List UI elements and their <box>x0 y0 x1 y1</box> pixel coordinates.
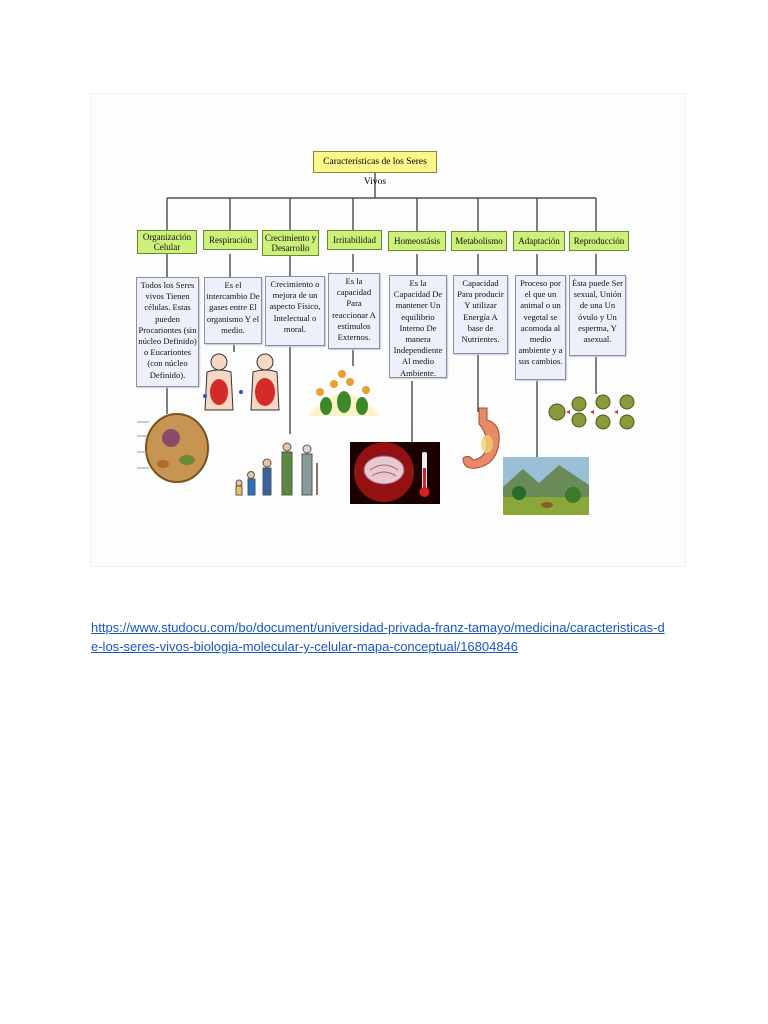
text-adaptacion: Proceso por el que un animal o un vegeta… <box>515 275 566 380</box>
plants-illustration <box>308 370 380 416</box>
text-crecimiento: Crecimiento o mejora de un aspecto Físic… <box>265 276 325 346</box>
header-adaptacion: Adaptación <box>513 231 565 251</box>
header-organizacion: Organización Celular <box>137 230 197 254</box>
header-metabolismo: Metabolismo <box>451 231 507 251</box>
header-homeostasis: Homeostásis <box>388 231 446 251</box>
brain-thermometer-illustration <box>350 442 440 504</box>
header-irritabilidad: Irritabilidad <box>327 230 382 250</box>
source-link[interactable]: https://www.studocu.com/bo/document/univ… <box>91 620 665 654</box>
ecosystem-illustration <box>503 457 589 515</box>
text-organizacion: Todos los Seres vivos Tienen células. Es… <box>136 277 199 387</box>
header-respiracion: Respiración <box>203 230 258 250</box>
cell-illustration <box>137 413 209 483</box>
text-reproduccion: Ésta puede Ser sexual, Unión de una Un ó… <box>569 275 626 356</box>
text-respiracion: Es el intercambio De gases entre El orga… <box>204 277 262 344</box>
concept-map-figure: Características de los Seres Vivos Organ… <box>90 93 686 567</box>
human-growth-illustration <box>235 442 318 496</box>
header-crecimiento: Crecimiento y Desarrollo <box>262 230 319 256</box>
header-reproduccion: Reproducción <box>569 231 629 251</box>
cell-division-illustration <box>548 394 635 430</box>
stomach-illustration <box>462 407 500 469</box>
text-homeostasis: Es la Capacidad De mantener Un equilibri… <box>389 275 447 378</box>
root-node: Características de los Seres Vivos <box>313 151 437 187</box>
text-irritabilidad: Es la capacidad Para reaccionar A estímu… <box>328 273 380 349</box>
respiration-illustration <box>203 353 280 411</box>
connector-lines <box>166 173 597 459</box>
text-metabolismo: Capacidad Para producir Y utilizar Energ… <box>453 275 508 354</box>
